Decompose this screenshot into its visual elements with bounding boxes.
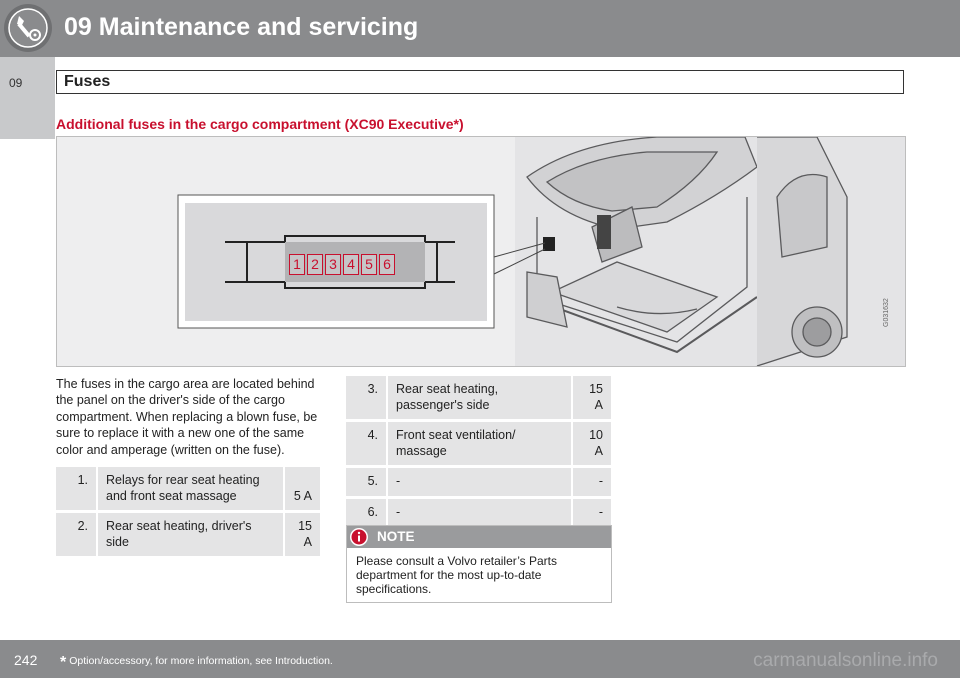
fuse-row-amperage: - — [572, 468, 611, 496]
footnote: *Option/accessory, for more information,… — [60, 654, 333, 672]
watermark-text: carmanualsonline.info — [753, 650, 938, 671]
fuse-row-number: 3. — [346, 376, 388, 419]
fuse-row-amperage: 15 A — [284, 513, 320, 556]
fuse-row-number: 1. — [56, 467, 98, 510]
note-text: Please consult a Volvo retailer’s Parts … — [356, 554, 557, 596]
fuse-row-description: Front seat ventilation/ massage — [388, 422, 573, 465]
fuse-number-6: 6 — [379, 254, 395, 275]
table-row: 6. - - — [346, 498, 611, 526]
note-box: NOTE Please consult a Volvo retailer’s P… — [346, 525, 612, 603]
wrench-gear-icon — [4, 4, 52, 52]
note-label: NOTE — [377, 529, 415, 544]
cargo-fuse-illustration: 1 2 3 4 5 6 G031632 — [56, 136, 906, 367]
chapter-title: 09 Maintenance and servicing — [64, 13, 419, 41]
chapter-header: 09 Maintenance and servicing — [0, 0, 960, 57]
section-heading-box: Fuses — [56, 70, 904, 94]
chapter-number: 09 — [9, 76, 23, 90]
intro-paragraph: The fuses in the cargo area are located … — [56, 377, 318, 457]
fuse-row-number: 2. — [56, 513, 98, 556]
fuse-number-3: 3 — [325, 254, 341, 275]
fuse-row-description: Rear seat heating, driver's side — [98, 513, 285, 556]
fuse-row-amperage: 15 A — [572, 376, 611, 419]
fuse-row-number: 5. — [346, 468, 388, 496]
page-number: 242 — [14, 652, 38, 668]
fuse-row-description: Rear seat heating, passenger's side — [388, 376, 573, 419]
fuse-row-amperage: 10 A — [572, 422, 611, 465]
fuse-row-amperage: - — [572, 498, 611, 526]
section-title: Fuses — [64, 73, 111, 90]
fuse-row-number: 6. — [346, 498, 388, 526]
fuse-number-4: 4 — [343, 254, 359, 275]
fuse-row-amperage: 5 A — [284, 467, 320, 510]
fuse-number-1: 1 — [289, 254, 305, 275]
table-row: 2. Rear seat heating, driver's side 15 A — [56, 513, 320, 556]
fuse-row-number: 4. — [346, 422, 388, 465]
fuse-table-right: 3. Rear seat heating, passenger's side 1… — [346, 373, 611, 529]
page-footer: 242 *Option/accessory, for more informat… — [0, 640, 960, 678]
figure-code: G031632 — [883, 298, 890, 327]
car-cargo-drawing — [177, 137, 905, 366]
footnote-text: Option/accessory, for more information, … — [69, 655, 333, 667]
fuse-number-2: 2 — [307, 254, 323, 275]
fuse-row-description: - — [388, 468, 573, 496]
note-header-bar: NOTE — [347, 526, 611, 548]
fuse-row-description: - — [388, 498, 573, 526]
fuse-row-description: Relays for rear seat heating and front s… — [98, 467, 285, 510]
info-icon — [350, 528, 368, 546]
table-row: 1. Relays for rear seat heating and fron… — [56, 467, 320, 510]
chapter-side-tab — [0, 57, 55, 139]
table-row: 3. Rear seat heating, passenger's side 1… — [346, 376, 611, 419]
table-row: 5. - - — [346, 468, 611, 496]
fuse-table-left: 1. Relays for rear seat heating and fron… — [56, 464, 320, 559]
subheading: Additional fuses in the cargo compartmen… — [56, 116, 464, 132]
fuse-number-5: 5 — [361, 254, 377, 275]
footnote-star: * — [60, 654, 67, 671]
table-row: 4. Front seat ventilation/ massage 10 A — [346, 422, 611, 465]
